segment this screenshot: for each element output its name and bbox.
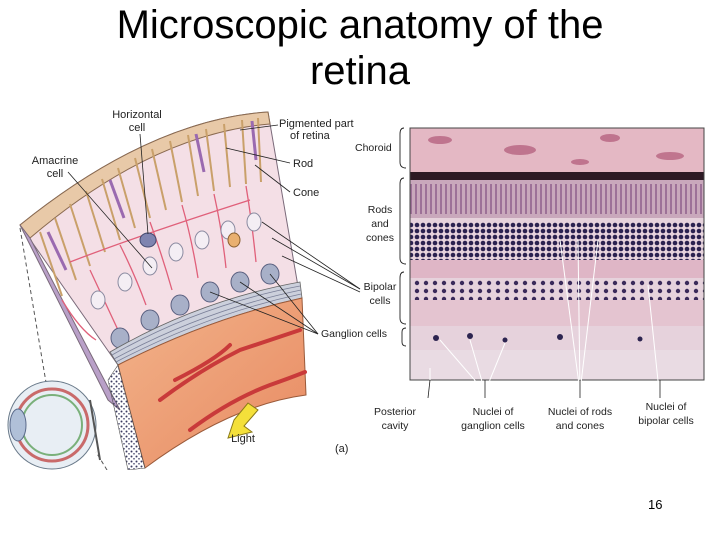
bottom-pointer-lines: [427, 379, 661, 399]
label-posterior-1: Posterior: [374, 406, 417, 418]
choroid-texture: [428, 134, 684, 165]
label-pigmented-1: Pigmented part: [279, 118, 354, 130]
label-rods-cones-1: Rods: [368, 204, 393, 216]
leader-line: [239, 124, 279, 131]
slide-title: Microscopic anatomy of the retina: [0, 2, 720, 94]
stippled-side-face: [107, 364, 146, 470]
leader-line: [225, 147, 291, 164]
micrograph-pigment-line: [410, 172, 704, 180]
label-posterior-2: cavity: [382, 420, 410, 432]
panel-letter: (a): [335, 443, 348, 455]
label-bipolar-1: Bipolar: [364, 281, 397, 293]
label-nuclei-ganglion-1: Nuclei of: [473, 406, 514, 418]
eyeball-icon: [7, 380, 101, 470]
label-cone: Cone: [293, 187, 319, 199]
ganglion-nuclei: [433, 333, 643, 343]
title-line-1: Microscopic anatomy of the: [116, 3, 604, 47]
amacrine-cell-body: [227, 232, 241, 248]
label-nuclei-rods-1: Nuclei of rods: [548, 406, 612, 418]
left-labels: Horizontal cell Amacrine cell Pigmented …: [32, 109, 354, 455]
label-ganglion: Ganglion cells: [321, 328, 387, 340]
label-rod: Rod: [293, 158, 313, 170]
inner-nuclear-layer: [410, 278, 704, 300]
label-nuclei-rods-2: and cones: [556, 420, 604, 432]
title-line-2: retina: [309, 49, 411, 93]
micrograph-frame: [409, 127, 705, 381]
orange-posterior-block: [117, 297, 307, 469]
bottom-labels: Posterior cavity Nuclei of ganglion cell…: [374, 401, 694, 432]
label-pigmented-2: of retina: [290, 130, 331, 142]
connector-lines: [209, 221, 361, 335]
micrograph-pointers: [429, 239, 661, 401]
label-nuclei-bipolar-2: bipolar cells: [638, 415, 693, 427]
blood-vessels: [158, 328, 307, 432]
label-amacrine-cell-1: Amacrine: [32, 155, 78, 167]
outer-nuclear-layer: [410, 222, 704, 260]
label-horizontal-cell-1: Horizontal: [112, 109, 162, 121]
label-horizontal-cell-2: cell: [129, 122, 146, 134]
label-rods-cones-3: cones: [366, 232, 394, 244]
micrograph-choroid: [410, 128, 704, 172]
outer-plexiform-layer: [410, 260, 704, 278]
bracket-rods-cones: [399, 177, 407, 265]
label-choroid: Choroid: [355, 142, 392, 154]
label-amacrine-cell-2: cell: [47, 168, 64, 180]
page-number: 16: [648, 497, 663, 512]
leader-line: [67, 171, 153, 269]
pigment-layer: [19, 111, 271, 239]
label-nuclei-bipolar-1: Nuclei of: [646, 401, 687, 413]
bracket-bipolar: [399, 271, 407, 325]
leader-line: [254, 164, 291, 193]
inner-plexiform-layer: [410, 300, 704, 326]
retina-micrograph: [409, 127, 705, 401]
leader-line: [139, 133, 149, 235]
retina-block-illustration: [7, 111, 307, 470]
label-nuclei-ganglion-2: ganglion cells: [461, 420, 525, 432]
photoreceptor-cones: [46, 120, 258, 271]
horizontal-cell-body: [139, 232, 157, 248]
retina-figure: Horizontal cell Amacrine cell Pigmented …: [7, 109, 705, 470]
micrograph-posterior-cavity: [410, 350, 704, 380]
bracket-ganglion: [401, 327, 407, 347]
light-arrow-icon: [227, 402, 259, 439]
rods-striation: [410, 184, 704, 214]
nerve-fiber-lines: [111, 285, 302, 363]
bracket-choroid: [399, 127, 407, 169]
label-light: Light: [231, 433, 255, 445]
photoreceptor-rods: [39, 117, 262, 297]
right-labels: Choroid Rods and cones Bipolar cells Gan…: [321, 127, 407, 347]
label-rods-cones-2: and: [371, 218, 389, 230]
label-bipolar-2: cells: [369, 295, 390, 307]
